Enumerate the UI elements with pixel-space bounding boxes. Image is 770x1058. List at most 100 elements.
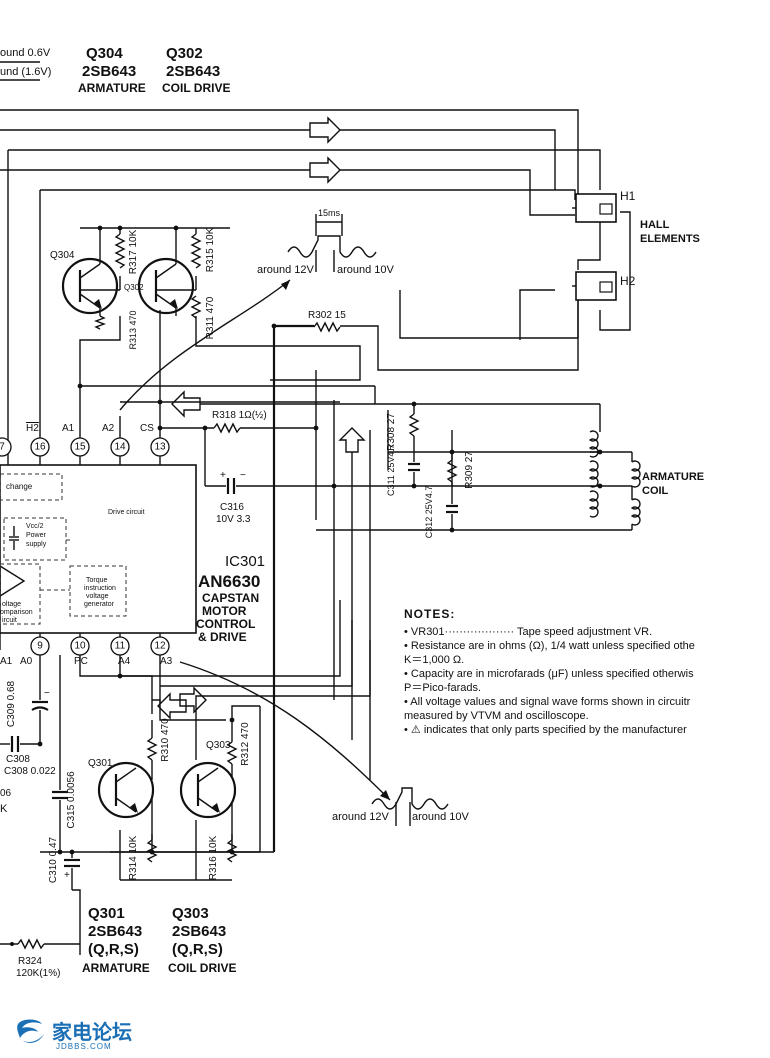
q304-label: Q304 (50, 250, 75, 261)
ic301-body (0, 464, 197, 634)
note-line-6: • All voltage values and signal wave for… (404, 696, 691, 708)
note-line-2: • Resistance are in ohms (Ω), 1/4 watt u… (404, 640, 695, 652)
ic-pin-11-label: A4 (118, 656, 131, 667)
ic-pin-11: 11 (115, 641, 126, 652)
capacitor-c312 (446, 430, 458, 530)
resistor-r318 (160, 422, 316, 434)
capacitor-c309: − (31, 655, 50, 744)
note-line-8: • ⚠ indicates that only parts specified … (404, 724, 687, 736)
q301-title-id: Q301 (88, 905, 125, 922)
ic-block-drive-label: Drive circuit (108, 509, 145, 516)
capacitor-c311 (408, 458, 420, 486)
ic301-desc-3: CONTROL (196, 617, 255, 631)
signal-arrows-top (309, 116, 341, 184)
ic-block-change-label: change (6, 482, 33, 491)
svg-text:+: + (64, 870, 70, 881)
ic-pin-12-label: A3 (160, 656, 173, 667)
top-bus-wires (0, 109, 631, 437)
resistor-r316 (226, 839, 238, 863)
logo-domain-text: JDBBS.COM (56, 1042, 112, 1051)
ic-block-torque-1: Torque (86, 577, 108, 584)
c308-label: C308 0.022 (4, 766, 56, 777)
ic-pin-10: 10 (74, 641, 86, 652)
ic-block-compare-1: oltage (2, 601, 21, 608)
q303-label: Q303 (206, 740, 231, 751)
c312-label: C312 25V4.7 (424, 486, 434, 539)
waveform-top (287, 214, 377, 272)
ic-pin-14: 14 (114, 442, 126, 453)
logo-chinese-text: 家电论坛 (52, 1020, 132, 1044)
capacitor-c315 (52, 655, 68, 852)
ic-pin-a1-label: A1 (0, 656, 13, 667)
r302-label: R302 15 (308, 310, 346, 321)
r312-label: R312 470 (240, 722, 251, 766)
resistor-r313 (94, 315, 106, 330)
ic-block-power-1: Vcc/2 (26, 523, 44, 530)
resistor-r312 (226, 741, 238, 765)
ic-pin-16-label: H2 (26, 423, 39, 434)
swirl-logo-icon (17, 1019, 44, 1043)
ic-block-compare (0, 563, 41, 625)
transistor-q302 (137, 257, 195, 315)
note-line-7: measured by VTVM and oscilloscope. (404, 710, 589, 722)
c309-label: C309 0.68 (6, 680, 17, 727)
hall-element-h2 (572, 271, 617, 301)
transistor-q301 (97, 761, 155, 819)
resistor-r311 (190, 295, 202, 319)
waveform-bottom-right-voltage: around 10V (412, 811, 470, 823)
armature-label-1: ARMATURE (642, 471, 704, 483)
ic-block-torque-3: voltage (86, 593, 109, 600)
ic-block-power-3: supply (26, 541, 47, 548)
q303-title-part: 2SB643 (172, 923, 226, 940)
q301-label: Q301 (88, 758, 113, 769)
r324-name: R324 (18, 956, 42, 967)
ic-pin-13-label: CS (140, 423, 154, 434)
ic301-id: IC301 (225, 553, 265, 570)
r308-label: R308 27 (386, 413, 397, 451)
ic-block-power (3, 517, 67, 561)
ic-pin-13: 13 (154, 442, 166, 453)
resistor-r302 (313, 321, 341, 333)
r316-label: R316 10K (208, 835, 219, 880)
hall-label-2: ELEMENTS (640, 233, 700, 245)
waveform-bottom (371, 787, 449, 826)
capacitor-c308 (0, 736, 40, 752)
note-line-5: P＝Pico-farads. (404, 682, 482, 694)
q301-title-role: ARMATURE (82, 961, 150, 975)
ic-pin-9: 9 (37, 641, 43, 652)
waveform-top-left-voltage: around 12V (257, 264, 315, 276)
ic-block-compare-3: ircuit (2, 617, 17, 624)
right-vertical-bus (40, 324, 600, 853)
signal-arrow-up (338, 427, 366, 453)
resistor-r317 (114, 233, 126, 269)
note-line-4: • Capacity are in microfarads (μF) unles… (404, 668, 694, 680)
ic-power-cap-symbol (9, 526, 19, 550)
ic-block-compare-2: omparison (0, 609, 33, 616)
hall-h2-label: H2 (620, 274, 636, 288)
c310-label: C310 0.47 (48, 836, 59, 883)
capacitor-c310: + (64, 852, 81, 955)
q304-title-part: 2SB643 (82, 63, 136, 80)
r311-label: R311 470 (205, 296, 216, 339)
waveform-bottom-left-voltage: around 12V (332, 811, 390, 823)
ic-block-torque (69, 565, 127, 617)
note-line-3: K＝1,000 Ω. (404, 654, 465, 666)
ic301-desc-1: CAPSTAN (202, 591, 259, 605)
ic-pin-12: 12 (154, 641, 166, 652)
q302-label: Q302 (124, 283, 144, 292)
waveform-top-right-voltage: around 10V (337, 264, 395, 276)
armature-coil (588, 430, 641, 531)
ic-pin-15: 15 (74, 442, 86, 453)
resistor-r310 (146, 737, 158, 761)
svg-text:−: − (240, 470, 246, 481)
notes-panel: NOTES: • VR301··················· Tape s… (404, 607, 770, 737)
hall-label-1: HALL (640, 219, 670, 231)
r324-value: 120K(1%) (16, 968, 60, 979)
c308-name: C308 (6, 754, 30, 765)
resistor-r315 (190, 233, 202, 269)
left-frag-2: K (0, 803, 8, 815)
resistor-r324 (0, 938, 80, 950)
left-frag-1: 06 (0, 788, 12, 799)
ic-comparator-triangle (0, 565, 26, 597)
c315-label: C315 0.0056 (66, 771, 77, 829)
